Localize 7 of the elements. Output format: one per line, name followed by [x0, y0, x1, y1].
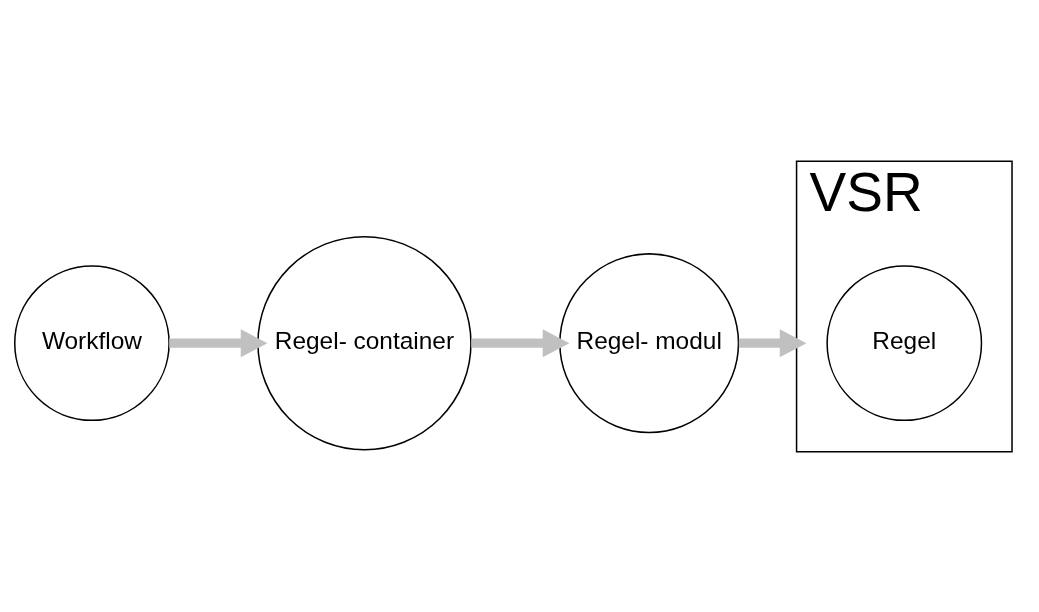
node-circle: Regel- modul — [559, 252, 740, 433]
arrow — [471, 328, 570, 357]
arrow — [169, 328, 268, 357]
node-circle: Regel- container — [257, 235, 472, 450]
node-circle: Workflow — [14, 264, 170, 421]
node-circle: Regel — [826, 264, 983, 421]
arrow — [738, 328, 807, 357]
